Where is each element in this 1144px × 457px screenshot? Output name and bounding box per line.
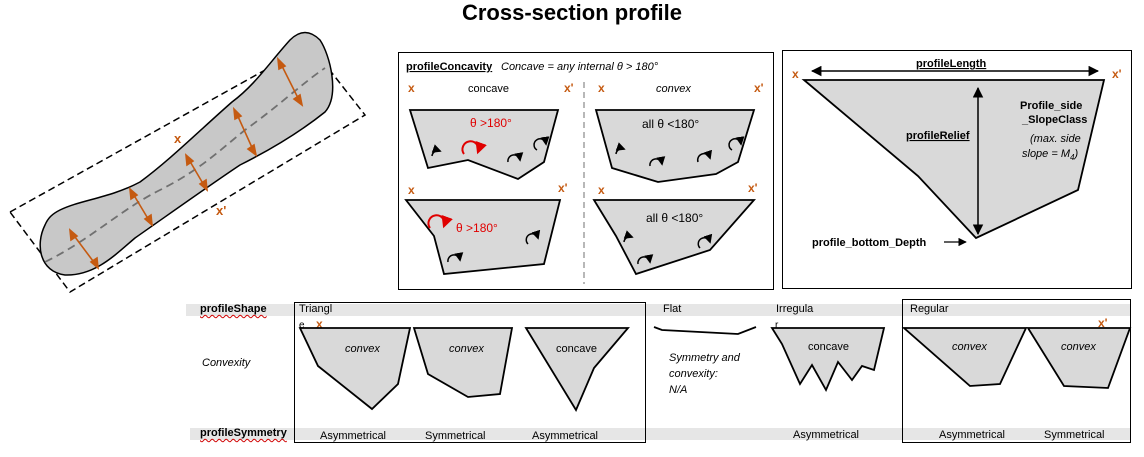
plan-view-diagram: x x' xyxy=(8,31,367,293)
x-label: x xyxy=(408,81,415,95)
angle-label: θ >180° xyxy=(456,221,498,235)
symmetry-value: Asymmetrical xyxy=(320,430,387,442)
page-title: Cross-section profile xyxy=(461,0,683,25)
concave-header: concave xyxy=(468,83,509,95)
symmetry-value: Asymmetrical xyxy=(532,430,599,442)
x-prime-label: x' xyxy=(1098,316,1108,330)
concavity-definition: Concave = any internal θ > 180° xyxy=(501,61,659,73)
symmetry-value: Asymmetrical xyxy=(793,429,860,441)
shape-convexity: convex xyxy=(1061,341,1096,353)
x-prime-label: x' xyxy=(558,181,568,195)
side-slope-class-label: Profile_side xyxy=(1020,100,1082,112)
triangle-wrap: e xyxy=(299,320,305,331)
regular-label: Regular xyxy=(910,303,949,315)
shape-convexity: convex xyxy=(345,343,380,355)
flat-note: convexity: xyxy=(669,368,718,380)
shape-convexity: concave xyxy=(556,343,597,355)
angle-label: all θ <180° xyxy=(646,211,703,225)
side-slope-note: slope = M4) xyxy=(1022,148,1078,162)
concavity-field-name: profileConcavity xyxy=(406,61,493,73)
triangle-group-box xyxy=(294,302,646,443)
x-label: x xyxy=(408,183,415,197)
shape-examples xyxy=(298,326,1132,412)
bottom-depth-label: profile_bottom_Depth xyxy=(812,237,927,249)
convexity-label: Convexity xyxy=(202,357,251,369)
dimensions-panel: x x' profileLength profileRelief Profile… xyxy=(782,50,1132,289)
x-prime-label: x' xyxy=(748,181,758,195)
plan-view-x-prime-label: x' xyxy=(216,203,226,218)
symmetry-value: Symmetrical xyxy=(425,430,486,442)
plan-view-channel xyxy=(39,31,334,276)
angle-label: θ >180° xyxy=(470,116,512,130)
convex-header: convex xyxy=(656,83,691,95)
irregular-wrap: r xyxy=(775,320,779,331)
profile-length-label: profileLength xyxy=(916,58,987,70)
triangle-label: Triangl xyxy=(299,303,333,315)
shape-row-bg xyxy=(186,304,1130,316)
side-slope-class-label: _SlopeClass xyxy=(1021,114,1087,126)
x-label: x xyxy=(792,67,799,81)
side-slope-note: (max. side xyxy=(1030,133,1081,145)
profile-relief-label: profileRelief xyxy=(906,130,970,142)
profile-symmetry-field: profileSymmetry xyxy=(200,427,287,439)
regular-group-box xyxy=(902,299,1131,443)
shape-convexity: convex xyxy=(952,341,987,353)
x-prime-label: x' xyxy=(1112,67,1122,81)
angle-label: all θ <180° xyxy=(642,117,699,131)
profile-shape-field: profileShape xyxy=(200,303,267,315)
symmetry-value: Asymmetrical xyxy=(939,429,1006,441)
symmetry-row-bg xyxy=(190,428,1130,440)
x-prime-label: x' xyxy=(564,81,574,95)
plan-view-centerline xyxy=(44,67,326,263)
x-prime-label: x' xyxy=(754,81,764,95)
symmetry-value: Symmetrical xyxy=(1044,429,1105,441)
irregular-label: Irregula xyxy=(776,303,814,315)
concavity-panel: profileConcavity Concave = any internal … xyxy=(398,52,774,290)
flat-note: Symmetry and xyxy=(669,352,740,364)
shape-convexity: convex xyxy=(449,343,484,355)
flat-label: Flat xyxy=(663,303,682,315)
plan-view-x-label: x xyxy=(174,131,182,146)
shape-convexity: concave xyxy=(808,341,849,353)
flat-note: N/A xyxy=(669,384,688,396)
x-label: x xyxy=(316,317,323,331)
plan-view-width-arrows xyxy=(69,56,304,270)
x-label: x xyxy=(598,81,605,95)
x-label: x xyxy=(598,183,605,197)
